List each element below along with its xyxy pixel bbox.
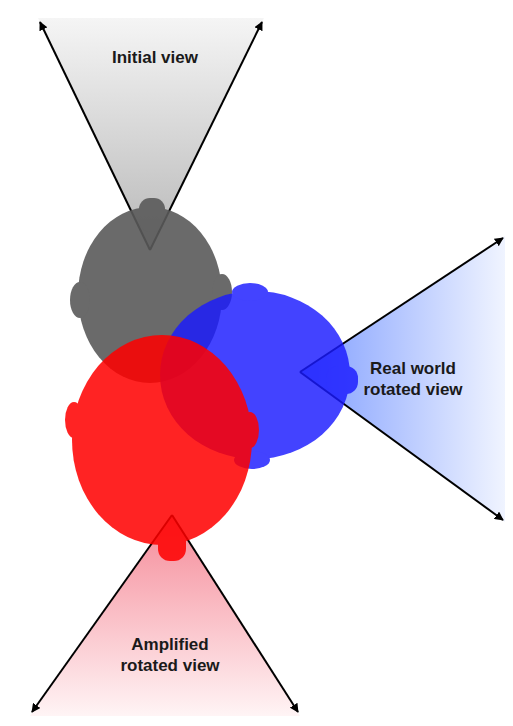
view-label: Real world rotated view <box>363 358 463 400</box>
view-cone <box>300 236 505 522</box>
view-arrows <box>32 22 503 712</box>
view-label: Amplified rotated view <box>120 634 220 676</box>
amplified-head <box>65 335 259 561</box>
view-label: Initial view <box>90 47 220 68</box>
view-label-region: Amplified rotated view <box>120 634 220 676</box>
view-label-region: Real world rotated view <box>363 358 463 400</box>
view-label-region: Initial view <box>90 47 220 68</box>
view-cone <box>38 18 264 250</box>
view-cone <box>30 515 300 716</box>
